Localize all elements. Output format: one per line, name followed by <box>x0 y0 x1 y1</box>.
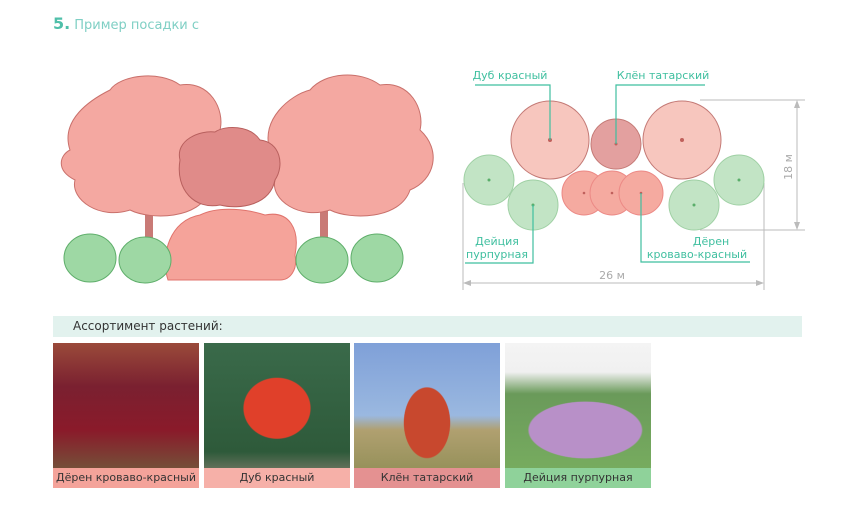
planting-illustration <box>60 74 434 284</box>
label-deutzia-line1: Дейция <box>475 235 519 248</box>
assortment-header: Ассортимент растений: <box>53 316 802 337</box>
label-oak: Дуб красный <box>473 69 548 82</box>
caption-oak: Дуб красный <box>204 468 350 488</box>
photo-oak: Дуб красный <box>204 343 350 488</box>
label-deutzia-line2: пурпурная <box>466 248 528 261</box>
label-dogwood-line2: кроваво-красный <box>647 248 747 261</box>
caption-deutzia: Дейция пурпурная <box>505 468 651 488</box>
height-dimension: 18 м <box>782 154 795 180</box>
planting-plan: 26 м 18 м Дуб красный Клён татарский Дей… <box>462 69 805 290</box>
photo-dogwood: Дёрен кроваво-красный <box>53 343 199 488</box>
oak-tree-right <box>260 74 434 250</box>
maple-tree <box>178 127 281 208</box>
section-number: 5. <box>53 14 71 33</box>
section-title-text: Пример посадки с <box>74 18 200 33</box>
caption-dogwood: Дёрен кроваво-красный <box>53 468 199 488</box>
deutzia-shrubs <box>63 233 404 284</box>
dogwood-shrubs <box>164 208 297 281</box>
section-title: 5.Пример посадки с <box>53 14 199 33</box>
photo-deutzia: Дейция пурпурная <box>505 343 651 488</box>
leader-lines <box>465 84 750 264</box>
assortment-title: Ассортимент растений: <box>73 319 223 333</box>
width-dimension: 26 м <box>599 269 625 282</box>
dimension-lines <box>462 99 805 290</box>
label-dogwood-line1: Дёрен <box>693 235 729 248</box>
photo-maple: Клён татарский <box>354 343 500 488</box>
caption-maple: Клён татарский <box>354 468 500 488</box>
label-maple: Клён татарский <box>617 69 710 82</box>
